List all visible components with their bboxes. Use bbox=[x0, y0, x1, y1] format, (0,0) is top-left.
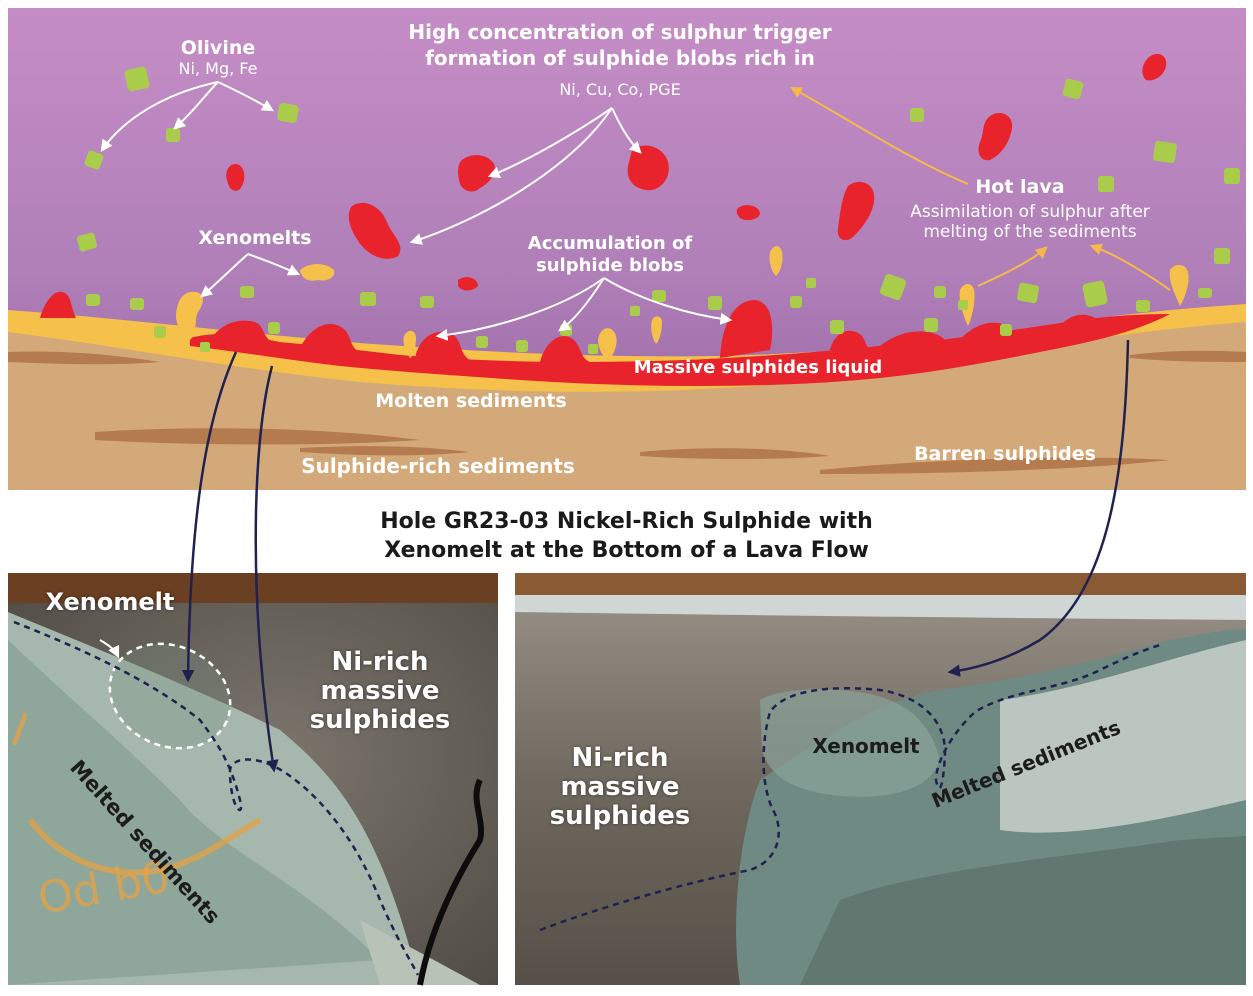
left-ni-rich-line3: sulphides bbox=[290, 706, 470, 735]
right-ni-rich-line3: sulphides bbox=[530, 802, 710, 831]
accumulation-line2: sulphide blobs bbox=[500, 255, 720, 276]
right-ni-rich-line1: Ni-rich bbox=[530, 744, 710, 773]
figure-title: Hole GR23-03 Nickel-Rich Sulphide with X… bbox=[0, 507, 1253, 565]
olivine-elements: Ni, Mg, Fe bbox=[156, 59, 280, 78]
left-xenomelt-label: Xenomelt bbox=[30, 588, 190, 617]
barren-sulphides-label: Barren sulphides bbox=[890, 443, 1120, 465]
xenomelts-label: Xenomelts bbox=[180, 227, 330, 249]
molten-sediments-label: Molten sediments bbox=[346, 390, 596, 412]
sulphur-trigger-line1: High concentration of sulphur trigger bbox=[370, 20, 870, 44]
sulphur-trigger-elements: Ni, Cu, Co, PGE bbox=[520, 80, 720, 99]
hot-lava-line1: Assimilation of sulphur after bbox=[870, 202, 1190, 222]
left-ni-rich-line1: Ni-rich bbox=[290, 648, 470, 677]
hot-lava-line2: melting of the sediments bbox=[870, 222, 1190, 242]
accumulation-line1: Accumulation of bbox=[500, 233, 720, 254]
left-ni-rich-line2: massive bbox=[290, 677, 470, 706]
massive-sulphides-liquid-label: Massive sulphides liquid bbox=[618, 357, 898, 378]
figure-title-line1: Hole GR23-03 Nickel-Rich Sulphide with bbox=[0, 507, 1253, 536]
sulphur-trigger-line2: formation of sulphide blobs rich in bbox=[370, 46, 870, 70]
left-ni-rich-label: Ni-rich massive sulphides bbox=[290, 648, 470, 735]
right-ni-rich-label: Ni-rich massive sulphides bbox=[530, 744, 710, 831]
hot-lava-label: Hot lava bbox=[960, 176, 1080, 198]
olivine-label: Olivine bbox=[168, 37, 268, 59]
right-ni-rich-line2: massive bbox=[530, 773, 710, 802]
figure-title-line2: Xenomelt at the Bottom of a Lava Flow bbox=[0, 536, 1253, 565]
sulphide-rich-sediments-label: Sulphide-rich sediments bbox=[268, 454, 608, 478]
right-xenomelt-label: Xenomelt bbox=[796, 734, 936, 758]
